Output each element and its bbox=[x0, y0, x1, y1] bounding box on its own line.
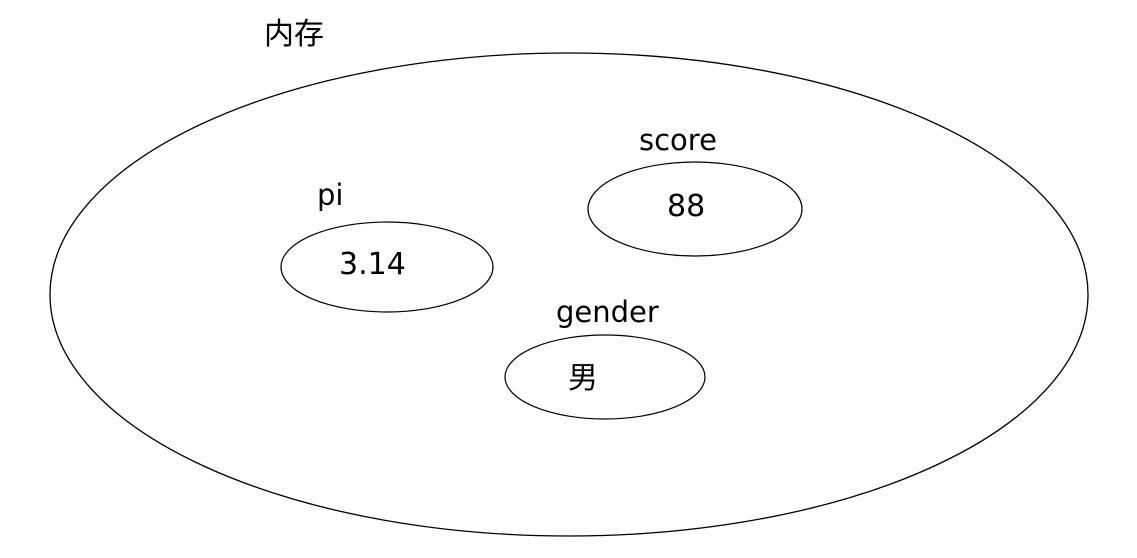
variable-value-pi: 3.14 bbox=[339, 247, 406, 282]
variable-value-score: 88 bbox=[667, 189, 706, 224]
outer-memory-ellipse bbox=[49, 52, 1089, 537]
variable-label-gender: gender bbox=[556, 295, 659, 329]
memory-region-title: 内存 bbox=[264, 17, 324, 52]
variable-label-pi: pi bbox=[317, 178, 344, 212]
variable-value-gender: 男 bbox=[568, 361, 598, 396]
variable-ellipse-score bbox=[588, 162, 802, 256]
variable-ellipse-gender bbox=[505, 335, 705, 419]
variable-ellipse-pi bbox=[281, 222, 493, 312]
variable-label-score: score bbox=[639, 123, 717, 157]
